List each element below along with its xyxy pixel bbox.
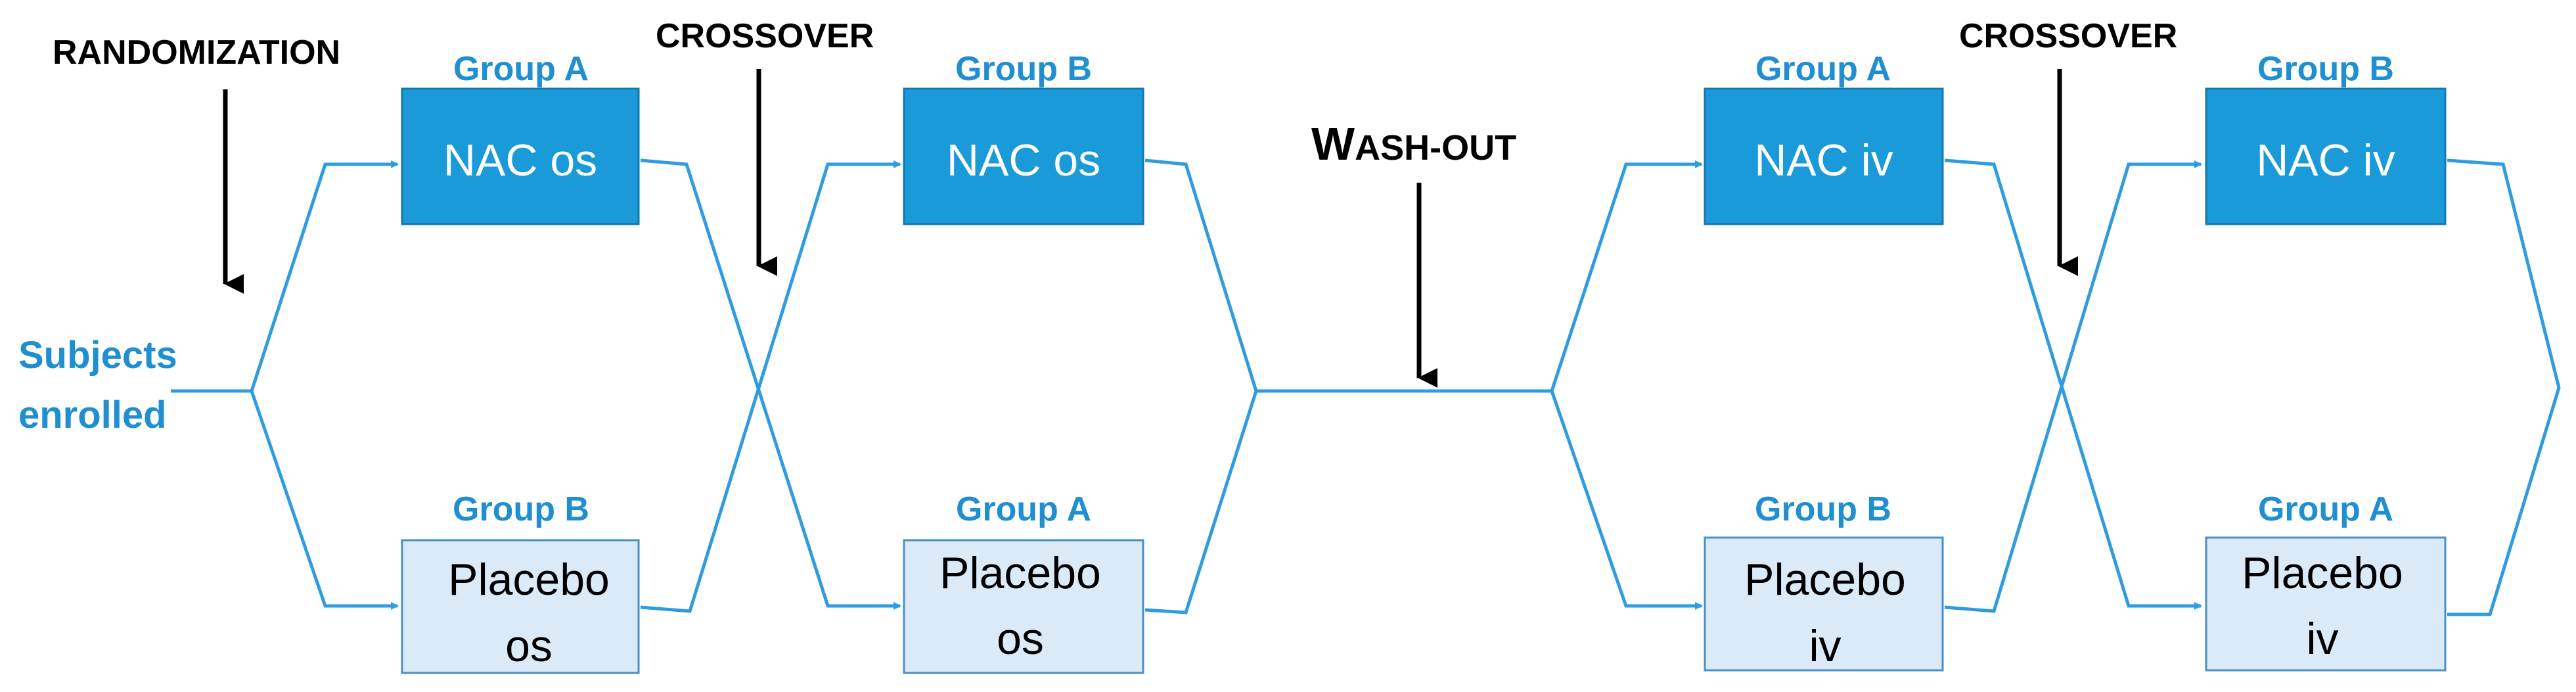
merge-bottom-2 <box>1144 390 1258 614</box>
crossover-line-up-2 <box>1944 160 2202 613</box>
box-placebo-os-2 <box>903 539 1144 674</box>
box-placebo-iv-4 <box>2205 536 2447 672</box>
crossover-line-down-2 <box>1944 158 2202 610</box>
box-placebo-os-1 <box>401 539 640 674</box>
box-nac-os-1-label: NAC os <box>443 135 597 185</box>
box-placebo-os-2-line1: Placebo <box>939 548 1101 598</box>
box-nac-iv-3 <box>1704 87 1944 225</box>
flow-to-bottom-3 <box>1550 390 1703 610</box>
flow-to-top-1 <box>250 160 399 392</box>
box-placebo-iv-3-line2: iv <box>1809 621 1841 671</box>
box-placebo-os-1-line2: os <box>505 621 553 671</box>
crossover-label-1: CROSSOVER <box>656 17 874 55</box>
box-nac-os-2 <box>903 87 1144 225</box>
box-placebo-os-1-line1: Placebo <box>448 555 610 605</box>
box-nac-iv-3-label: NAC iv <box>1754 135 1893 185</box>
group-label-p2-top: Group B <box>955 50 1092 88</box>
flow-lines <box>171 158 2561 616</box>
flow-to-bottom-1 <box>250 390 399 610</box>
group-label-p3-bottom: Group B <box>1755 490 1891 528</box>
group-label-p4-bottom: Group A <box>2258 490 2393 528</box>
merge-top-2 <box>1144 158 1258 392</box>
box-nac-iv-4 <box>2205 87 2447 225</box>
group-label-p4-top: Group B <box>2257 50 2394 88</box>
box-placebo-iv-3-line1: Placebo <box>1744 555 1906 605</box>
washout-label-cap: W <box>1311 118 1355 170</box>
box-nac-os-2-label: NAC os <box>947 135 1100 185</box>
box-placebo-os-2-line2: os <box>997 614 1044 664</box>
subjects-label-line2: enrolled <box>18 394 167 436</box>
group-label-p2-bottom: Group A <box>956 490 1091 528</box>
washout-label: WASH-OUT <box>1311 118 1516 170</box>
flow-to-top-3 <box>1550 160 1703 392</box>
box-nac-os-1 <box>401 87 640 225</box>
group-label-p3-top: Group A <box>1755 50 1891 88</box>
group-label-p1-top: Group A <box>453 50 589 88</box>
subjects-label-line1: Subjects <box>18 334 177 377</box>
group-label-p1-bottom: Group B <box>453 490 589 528</box>
box-placebo-iv-3 <box>1704 536 1944 672</box>
crossover-line-down-1 <box>640 158 901 610</box>
end-line-4 <box>2447 158 2561 616</box>
washout-label-rest: ASH-OUT <box>1355 128 1516 168</box>
crossover-line-up-1 <box>640 160 901 613</box>
box-nac-iv-4-label: NAC iv <box>2256 135 2395 185</box>
randomization-label: RANDOMIZATION <box>53 34 340 72</box>
crossover-label-2: CROSSOVER <box>1959 17 2177 55</box>
box-placebo-iv-4-line2: iv <box>2306 614 2338 664</box>
box-placebo-iv-4-line1: Placebo <box>2242 548 2403 598</box>
